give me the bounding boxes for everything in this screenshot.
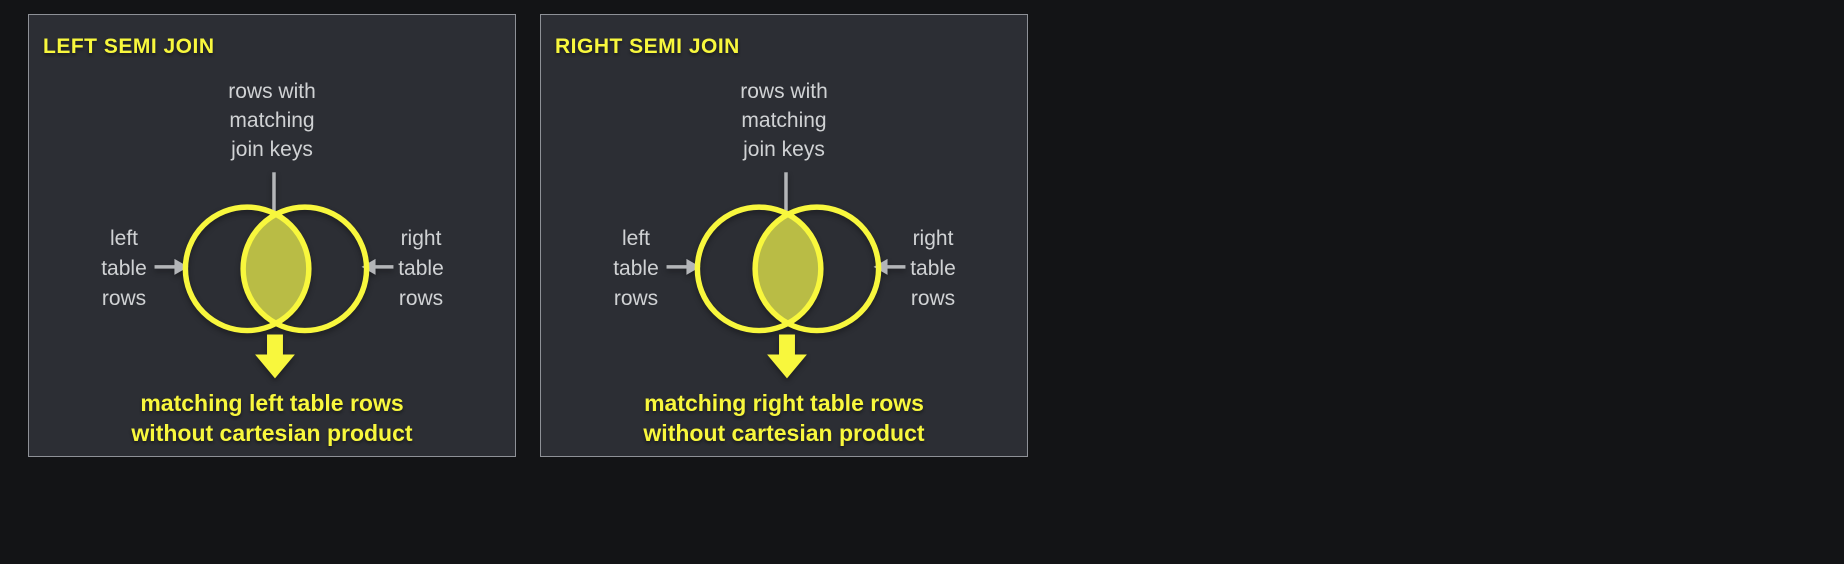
result-line-1: matching right table rows [644,390,924,416]
left-table-circle [182,204,312,334]
right-table-label: right table rows [398,227,444,310]
panel-title: LEFT SEMI JOIN [43,35,215,58]
intersection-region [243,207,309,331]
result-down-arrow-icon [255,334,295,379]
venn-diagram [666,172,906,379]
result-down-arrow-icon [767,334,807,379]
matching-keys-label: rows with matching join keys [228,80,316,161]
result-text: matching left table rows without cartesi… [29,388,515,448]
right-table-circle [752,204,882,334]
panel-left-semi-join: LEFT SEMI JOIN rows with matching join k… [28,14,516,457]
result-line-2: without cartesian product [131,420,413,446]
venn-diagram [154,172,394,379]
left-table-arrow-icon [666,258,701,275]
left-table-circle [694,204,824,334]
left-table-label: left table rows [613,227,659,310]
right-table-circle [240,204,370,334]
left-table-arrow-icon [154,258,189,275]
intersection-region [755,207,821,331]
panel-right-semi-join: RIGHT SEMI JOIN rows with matching join … [540,14,1028,457]
left-table-label: left table rows [101,227,147,310]
right-table-label: right table rows [910,227,956,310]
panel-title: RIGHT SEMI JOIN [555,35,740,58]
matching-keys-label: rows with matching join keys [740,80,828,161]
result-text: matching right table rows without cartes… [541,388,1027,448]
result-line-1: matching left table rows [140,390,404,416]
result-line-2: without cartesian product [643,420,925,446]
